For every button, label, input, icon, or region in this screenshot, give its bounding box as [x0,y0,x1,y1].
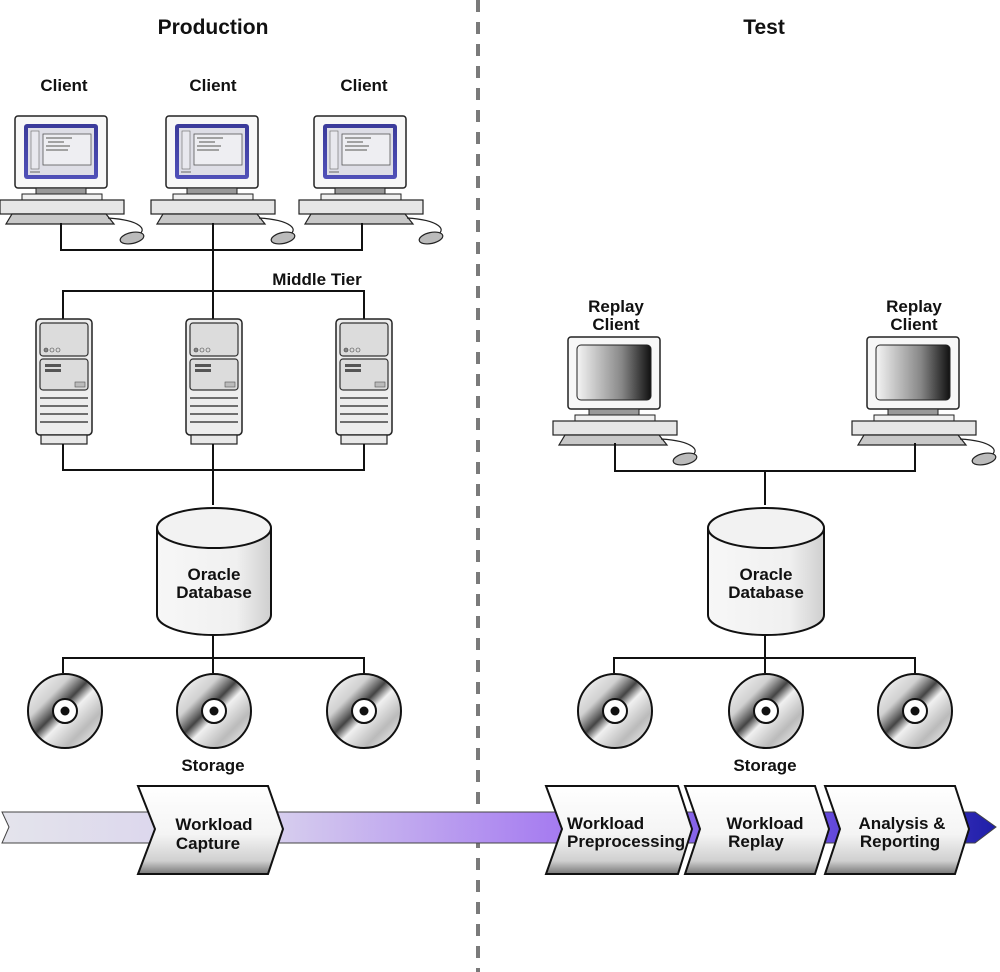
test-storage-network-line [613,635,916,673]
storage-label: Storage [181,756,244,775]
production-database-icon: Oracle Database [156,507,272,636]
test-storage [577,673,953,749]
replay-client-computer-icon [851,336,998,468]
middle-tier-top-line [62,250,365,320]
storage-label: Storage [733,756,796,775]
step-label: Workload [175,815,252,834]
storage-disk-icon [326,673,402,749]
step-label: Replay [728,832,784,851]
client-label: Client [189,76,237,95]
client-label: Client [340,76,388,95]
replay-client-label: Replay [588,297,644,316]
step-label: Preprocessing [567,832,685,851]
step-label: Reporting [860,832,940,851]
server-icon [35,318,93,445]
workflow-step-replay: Workload Replay [683,785,831,875]
test-title: Test [743,16,785,39]
workflow-step-capture: Workload Capture [136,785,285,875]
replay-client-label: Client [592,315,640,334]
server-icon [185,318,243,445]
replay-client-computer-icon [552,336,699,468]
database-label: Oracle [740,565,793,584]
production-title: Production [158,16,269,39]
middle-tier-bottom-line [62,444,365,505]
database-label: Oracle [188,565,241,584]
production-clients: Client Client Client [0,76,445,247]
database-label: Database [728,583,804,602]
replay-client-label: Client [890,315,938,334]
client-label: Client [40,76,88,95]
step-label: Capture [176,834,240,853]
test-database-icon: Oracle Database [707,507,825,636]
client-computer-icon [298,115,445,247]
storage-network-line [62,635,365,673]
workflow-step-preprocessing: Workload Preprocessing [544,785,694,875]
server-icon [335,318,393,445]
database-label: Database [176,583,252,602]
storage-disk-icon [27,673,103,749]
client-computer-icon [150,115,297,247]
replay-client-network-line [614,443,916,505]
middle-tier-servers [35,318,393,445]
storage-disk-icon [176,673,252,749]
step-label: Workload [726,814,803,833]
storage-disk-icon [577,673,653,749]
storage-disk-icon [877,673,953,749]
storage-disk-icon [728,673,804,749]
client-computer-icon [0,115,146,247]
production-storage [27,673,402,749]
middle-tier-label: Middle Tier [272,270,362,289]
step-label: Workload [567,814,644,833]
replay-client-label: Replay [886,297,942,316]
step-label: Analysis & [859,814,946,833]
workflow-step-analysis: Analysis & Reporting [823,785,971,875]
